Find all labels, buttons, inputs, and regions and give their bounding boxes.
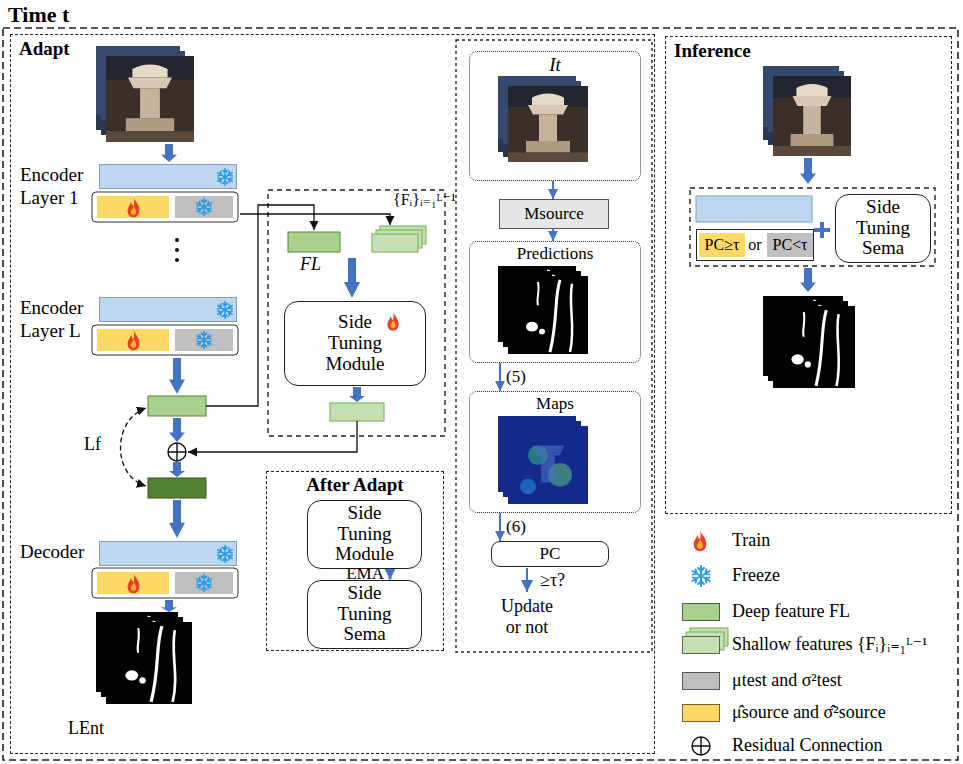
node-text: PC<τ xyxy=(772,236,807,254)
node-text: Encoder Layer 1 xyxy=(20,164,94,210)
side-tuning-module: Side Tuning Module xyxy=(284,301,426,386)
node-text: After Adapt xyxy=(267,472,443,496)
legend-text: Freeze xyxy=(732,565,780,586)
decoder-block: Decoder xyxy=(99,541,237,566)
legend-swatch xyxy=(682,704,720,722)
node-text: It xyxy=(470,52,640,76)
node-text: Side Tuning Module xyxy=(325,503,405,566)
feature-boxes xyxy=(148,226,426,498)
legend-text: μtest and σ²test xyxy=(732,670,842,691)
legend-swatch xyxy=(682,603,720,621)
node-text: Side Tuning Sema xyxy=(325,583,405,646)
residual-symbol xyxy=(168,443,186,461)
annotation-label: LEnt xyxy=(68,718,104,739)
inference-panel: Inference or PC≥τ PC<τ Side Tuning Sema xyxy=(665,36,952,514)
node-text: or xyxy=(748,236,761,254)
pc-box: PC xyxy=(491,541,609,567)
input-images xyxy=(96,46,851,162)
prediction-frame: Predictions xyxy=(469,241,641,363)
input-frame: It xyxy=(469,51,641,181)
heat-maps xyxy=(498,416,588,504)
after-adapt-panel: After AdaptSide Tuning ModuleSide Tuning… xyxy=(266,471,444,651)
legend-swatch xyxy=(682,672,720,690)
node-text: Side Tuning Sema xyxy=(843,197,923,260)
edge-label: (5) xyxy=(506,367,526,387)
node-text: Msource xyxy=(524,205,583,224)
legend-text: Residual Connection xyxy=(732,735,882,756)
flow-arrow xyxy=(552,229,554,241)
norm-stat-rows xyxy=(92,192,238,598)
annotation-label: Lf xyxy=(84,434,101,455)
legend-text: μ̂source and σ̂²source xyxy=(732,702,886,723)
map-frame: Maps xyxy=(469,391,641,513)
test-stat-box: PC<τ xyxy=(767,233,813,257)
pc-decision-arrow xyxy=(527,568,528,592)
ellipsis-dots xyxy=(175,238,179,262)
legend-text: Deep feature FL xyxy=(732,601,850,622)
source-model: Msource xyxy=(499,199,609,229)
node-text: Encoder Layer L xyxy=(20,297,94,343)
annotation-label: Update or not xyxy=(495,596,559,637)
train-icon xyxy=(385,310,401,332)
edge-label: (6) xyxy=(506,517,526,537)
node-text: PC≥τ xyxy=(705,236,740,254)
side-tuning-module: Side Tuning Module xyxy=(307,500,422,569)
dashed-frames xyxy=(3,28,958,760)
flow-arrow xyxy=(499,513,501,541)
node-text: Inference xyxy=(666,37,951,65)
node-text: Side Tuning Module xyxy=(315,312,395,375)
freeze-icon xyxy=(215,300,235,320)
edge-label: EMA xyxy=(346,564,384,584)
ema-side-tuning: Side Tuning Sema xyxy=(307,580,422,649)
adapt-panel: AdaptEncoder Layer 1Encoder Layer LDecod… xyxy=(10,34,655,754)
annotation-label: {Fᵢ}ᵢ₌₁ᴸ⁻¹ xyxy=(393,191,456,209)
flow-arrow xyxy=(499,363,501,391)
annotation-label: ≥τ? xyxy=(540,570,565,591)
figure-title: Time t xyxy=(8,2,69,27)
stat-row: or PC≥τ PC<τ xyxy=(696,229,814,261)
node-text: Decoder xyxy=(20,541,94,564)
node-text: Predictions xyxy=(470,242,640,264)
encoder-layer: Encoder Layer L xyxy=(99,297,237,322)
legend-swatch xyxy=(682,636,720,654)
flow-arrow xyxy=(552,181,554,199)
node-text: Maps xyxy=(470,392,640,414)
legend-text: Shallow features {Fᵢ}ᵢ₌₁ᴸ⁻¹ xyxy=(732,634,928,655)
ema-side-tuning: Side Tuning Sema xyxy=(835,194,931,263)
source-stat-box: PC≥τ xyxy=(699,233,745,257)
node-text: PC xyxy=(540,545,561,564)
freeze-icon xyxy=(215,544,235,564)
encoder-layer: Encoder Layer 1 xyxy=(99,164,237,189)
annotation-label: FL xyxy=(300,254,321,275)
flow-arrow xyxy=(389,569,392,580)
freeze-icon xyxy=(215,167,235,187)
block-arrows xyxy=(161,144,816,612)
legend-text: Train xyxy=(732,530,770,551)
